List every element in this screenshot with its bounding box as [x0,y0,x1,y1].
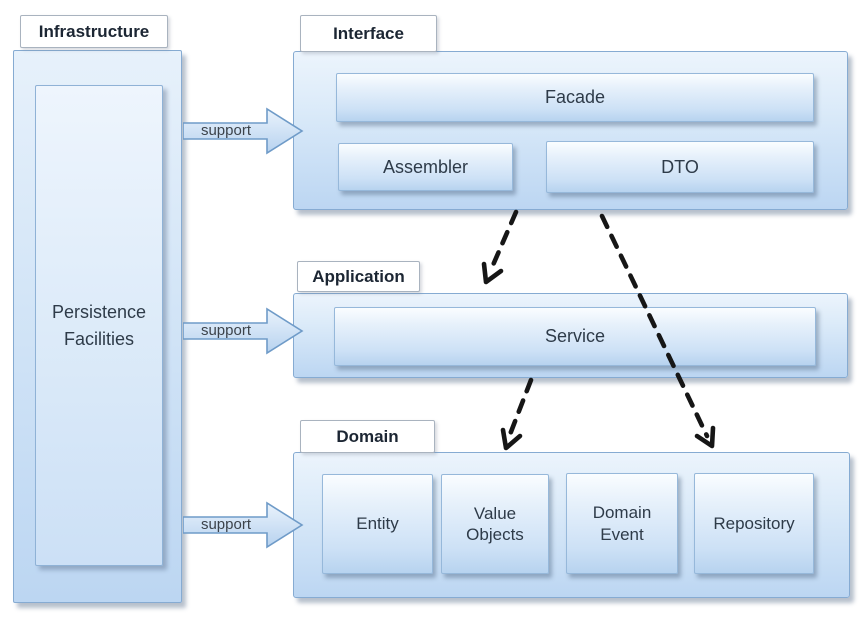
arrowhead-icon [481,261,504,285]
value-objects-box: Value Objects [441,474,549,574]
facade-box: Facade [336,73,814,122]
persistence-facilities-box: Persistence Facilities [35,85,163,566]
support-arrow-label: support [200,322,252,339]
repository-box: Repository [694,473,814,574]
dashed-arrow-service-to-domain [506,377,534,440]
arrowhead-icon [500,427,523,451]
dashed-arrow-interface-to-service [487,209,519,275]
service-box: Service [334,307,816,366]
support-arrow-application: support [183,306,305,356]
interface-layer-label: Interface [300,15,437,52]
dto-box: DTO [546,141,814,193]
domain-panel: Entity Value Objects Domain Event Reposi… [293,452,850,598]
domain-event-box: Domain Event [566,473,678,574]
assembler-box: Assembler [338,143,513,191]
right-arrow-icon [183,501,304,549]
support-arrow-domain: support [183,500,305,550]
support-arrow-label: support [200,122,252,139]
entity-box: Entity [322,474,433,574]
arrowhead-icon [694,425,716,449]
right-arrow-icon [183,307,304,355]
support-arrow-interface: support [183,106,305,156]
infrastructure-layer-label: Infrastructure [20,15,168,48]
application-layer-label: Application [297,261,420,292]
interface-panel: Facade Assembler DTO [293,51,848,210]
application-panel: Service [293,293,848,378]
right-arrow-icon [183,107,304,155]
domain-layer-label: Domain [300,420,435,453]
support-arrow-label: support [200,516,252,533]
